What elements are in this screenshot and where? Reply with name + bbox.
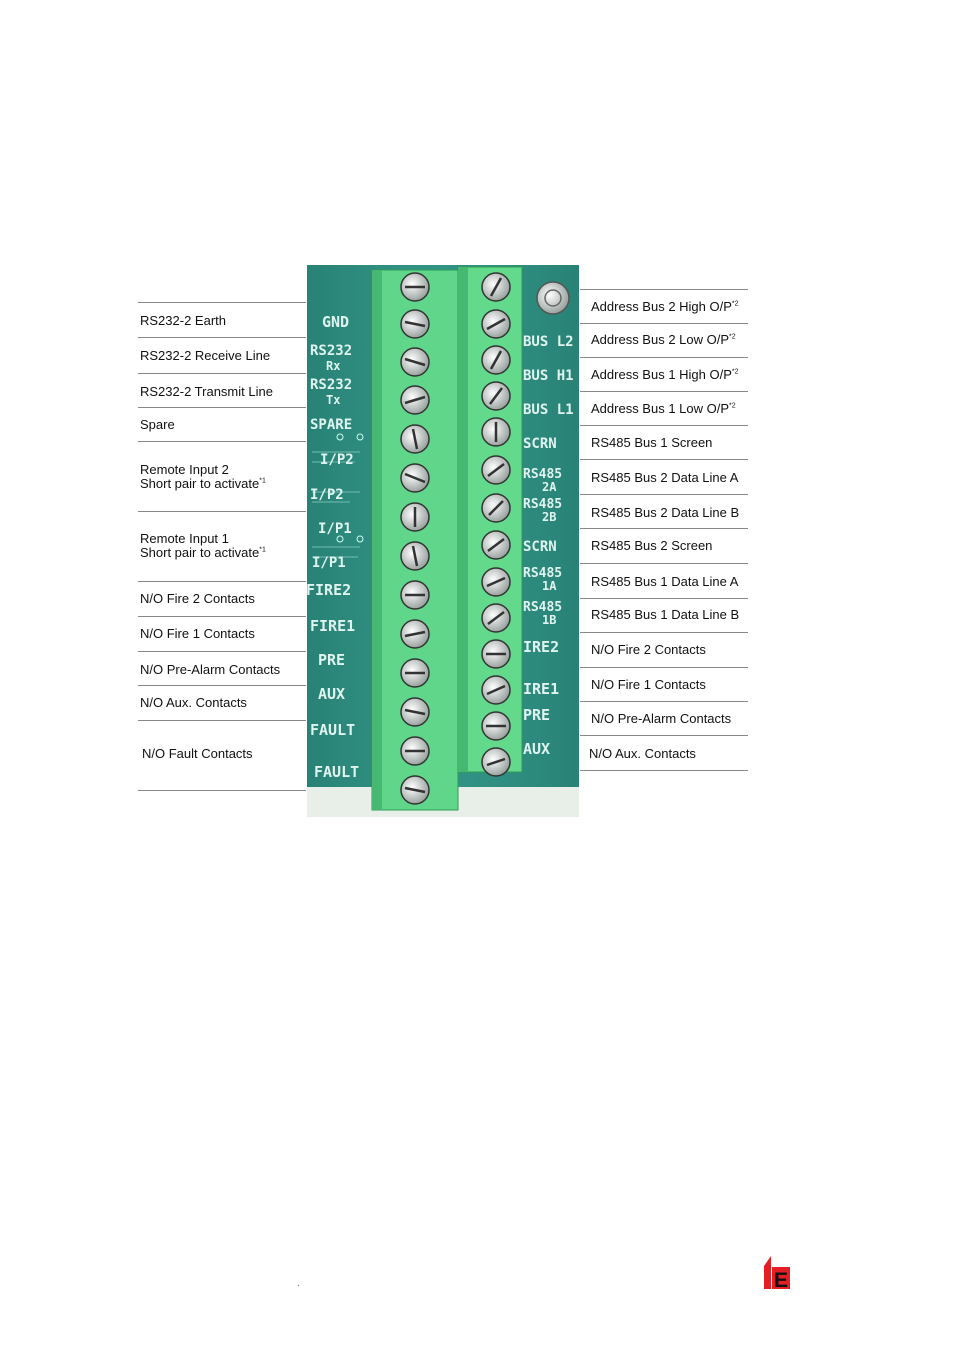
board-label: BUS L1 [523,402,574,418]
left-board-labels: GND RS232 Rx RS232 Tx SPARE I/P2 I/P2 I/… [306,313,359,781]
board-label: RS485 [523,600,562,615]
left-label-rs232-tx: RS232-2 Transmit Line [140,384,273,399]
right-label-rs485-bus2-a: RS485 Bus 2 Data Line A [591,470,739,485]
separator-line [580,735,748,736]
right-screws [481,272,511,777]
board-label: SCRN [523,539,557,555]
board-label: PRE [523,706,550,724]
right-label-fire2: N/O Fire 2 Contacts [591,642,706,657]
company-logo: E [764,1256,790,1290]
separator-line [580,598,748,599]
terminal-board-illustration: GND RS232 Rx RS232 Tx SPARE I/P2 I/P2 I/… [306,265,579,817]
logo-letter: E [774,1269,788,1290]
left-label-fire2: N/O Fire 2 Contacts [140,591,255,606]
separator-line [138,441,306,442]
board-label: I/P1 [312,555,346,571]
separator-line [580,770,748,771]
board-label: FAULT [310,721,355,739]
board-label: IRE2 [523,638,559,656]
right-label-rs485-bus1-a: RS485 Bus 1 Data Line A [591,574,739,589]
separator-line [580,632,748,633]
right-label-bus1-high: Address Bus 1 High O/P*2 [591,367,739,382]
board-label: FIRE2 [306,581,351,599]
left-label-rs232-rx: RS232-2 Receive Line [140,348,271,363]
right-label-aux: N/O Aux. Contacts [589,746,696,761]
board-label: IRE1 [523,680,559,698]
separator-line [580,357,748,358]
separator-line [580,701,748,702]
right-label-rs485-bus1-b: RS485 Bus 1 Data Line B [591,607,740,622]
board-label: PRE [318,651,345,669]
left-label-spare: Spare [140,417,175,432]
separator-line [580,323,748,324]
board-label: Rx [326,359,340,373]
right-label-pre-alarm: N/O Pre-Alarm Contacts [591,711,732,726]
board-label: BUS L2 [523,334,574,350]
board-label: RS485 [523,467,562,482]
separator-line [138,581,306,582]
right-label-bus2-low: Address Bus 2 Low O/P*2 [591,332,736,347]
board-label: FIRE1 [310,617,355,635]
separator-line [580,289,748,290]
separator-line [580,563,748,564]
separator-line [138,790,306,791]
separator-line [138,373,306,374]
left-label-rs232-earth: RS232-2 Earth [140,313,226,328]
separator-line [580,494,748,495]
separator-line [138,337,306,338]
board-label: GND [322,313,349,331]
board-label: RS232 [310,377,352,393]
left-label-aux: N/O Aux. Contacts [140,695,247,710]
left-label-remote-input-2: Remote Input 2 Short pair to activate*1 [140,462,266,491]
separator-line [580,667,748,668]
board-label: RS232 [310,343,352,359]
board-label: 2A [542,480,557,494]
right-label-bus2-high: Address Bus 2 High O/P*2 [591,299,739,314]
left-label-pre-alarm: N/O Pre-Alarm Contacts [140,662,281,677]
right-board-labels: BUS L2 BUS H1 BUS L1 SCRN RS485 2A RS485… [523,334,574,758]
separator-line [580,459,748,460]
right-label-bus1-low: Address Bus 1 Low O/P*2 [591,401,736,416]
separator-line [138,616,306,617]
left-label-remote-input-1: Remote Input 1 Short pair to activate*1 [140,531,266,560]
mounting-post [536,281,570,315]
board-label: SCRN [523,436,557,452]
separator-line [580,425,748,426]
separator-line [138,651,306,652]
left-label-fault: N/O Fault Contacts [142,746,253,761]
board-label: RS485 [523,566,562,581]
board-label: I/P2 [320,452,354,468]
right-label-rs485-bus2-screen: RS485 Bus 2 Screen [591,538,713,553]
separator-line [138,685,306,686]
board-label: 2B [542,510,556,524]
board-label: AUX [318,685,345,703]
board-label: AUX [523,740,550,758]
left-screws [400,272,430,805]
board-label: 1A [542,579,557,593]
left-label-fire1: N/O Fire 1 Contacts [140,626,255,641]
board-label: RS485 [523,497,562,512]
separator-line [138,407,306,408]
right-label-fire1: N/O Fire 1 Contacts [591,677,706,692]
board-label: FAULT [314,763,359,781]
separator-line [580,391,748,392]
separator-line [138,720,306,721]
separator-line [138,511,306,512]
separator-line [138,302,306,303]
board-label: 1B [542,613,556,627]
separator-line [580,528,748,529]
board-label: I/P2 [310,487,344,503]
footer-mark: . [297,1278,300,1289]
board-label: I/P1 [318,521,352,537]
right-label-rs485-bus2-b: RS485 Bus 2 Data Line B [591,505,740,520]
right-label-rs485-bus1-screen: RS485 Bus 1 Screen [591,435,713,450]
board-label: SPARE [310,417,352,433]
board-label: BUS H1 [523,368,574,384]
board-label: Tx [326,393,340,407]
